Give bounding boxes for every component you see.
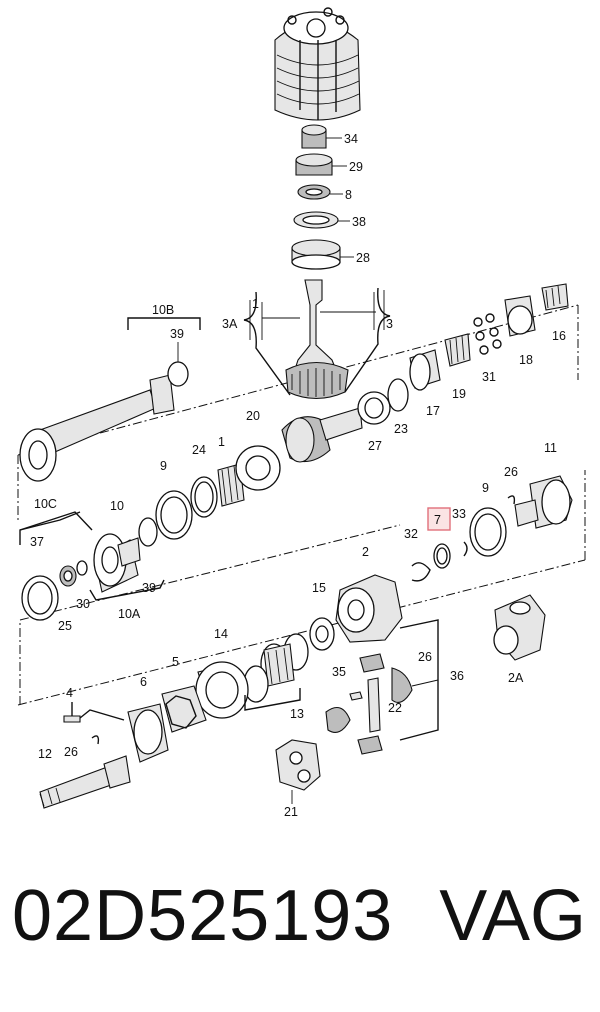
output-shaft-lower: [39, 702, 131, 809]
callout-labels: 34 29 8 38 28 3A 1 3 10B 39 20 27 23 17 …: [30, 132, 566, 819]
callout-18: 18: [519, 353, 533, 367]
callout-10B: 10B: [152, 303, 174, 317]
callout-26-right: 26: [504, 465, 518, 479]
diff-gears: [325, 619, 439, 755]
callout-21: 21: [284, 805, 298, 819]
callout-14: 14: [214, 627, 228, 641]
callout-26-diff: 26: [418, 650, 432, 664]
callout-12: 12: [38, 747, 52, 761]
callout-13: 13: [290, 707, 304, 721]
callout-23: 23: [394, 422, 408, 436]
callout-9-right: 9: [482, 481, 489, 495]
callout-39-left: 39: [142, 581, 156, 595]
exploded-parts-diagram: 34 29 8 38 28 3A 1 3 10B 39 20 27 23 17 …: [17, 7, 586, 819]
callout-16: 16: [552, 329, 566, 343]
middle-bearings: [155, 445, 281, 540]
callout-2: 2: [362, 545, 369, 559]
callout-35: 35: [332, 665, 346, 679]
callout-20: 20: [246, 409, 260, 423]
callout-32: 32: [404, 527, 418, 541]
callout-19: 19: [452, 387, 466, 401]
callout-26-left: 26: [64, 745, 78, 759]
stacked-parts: [291, 124, 341, 270]
callout-27: 27: [368, 439, 382, 453]
right-small-parts: [411, 475, 573, 582]
main-shaft-cluster: [281, 283, 569, 463]
brand-label: VAG: [439, 876, 586, 956]
callout-8: 8: [345, 188, 352, 202]
housing-assembly: [274, 7, 361, 121]
callout-9-left: 9: [160, 459, 167, 473]
callout-6: 6: [140, 675, 147, 689]
callout-2A: 2A: [508, 671, 524, 685]
callout-28: 28: [356, 251, 370, 265]
part-number: 02D525193: [12, 876, 394, 956]
callout-25: 25: [58, 619, 72, 633]
callout-3A: 3A: [222, 317, 238, 331]
callout-10A: 10A: [118, 607, 141, 621]
callout-15: 15: [312, 581, 326, 595]
callout-1-mid: 1: [218, 435, 225, 449]
callout-34: 34: [344, 132, 358, 146]
callout-38: 38: [352, 215, 366, 229]
left-flange-group: [19, 511, 165, 621]
callout-22: 22: [388, 701, 402, 715]
callout-39-top: 39: [170, 327, 184, 341]
callout-11: 11: [544, 441, 557, 455]
callout-4: 4: [66, 686, 73, 700]
callout-29: 29: [349, 160, 363, 174]
bottom-bearings: [127, 617, 335, 763]
differential-case: [335, 574, 546, 661]
callout-17: 17: [426, 404, 440, 418]
callout-5: 5: [172, 655, 179, 669]
output-shaft-upper: [19, 317, 201, 482]
callout-33: 33: [452, 507, 466, 521]
leader-lines: [326, 137, 354, 258]
callout-24: 24: [192, 443, 206, 457]
callout-3: 3: [386, 317, 393, 331]
highlight-box: [427, 507, 451, 531]
callout-30: 30: [76, 597, 90, 611]
callout-1-top: 1: [252, 297, 259, 311]
callout-10: 10: [110, 499, 124, 513]
diff-housing: [275, 739, 321, 804]
callout-10C: 10C: [34, 497, 57, 511]
callout-36: 36: [450, 669, 464, 683]
callout-37: 37: [30, 535, 44, 549]
callout-7: 7: [434, 513, 441, 527]
callout-31: 31: [482, 370, 496, 384]
pinion-shaft: [243, 279, 391, 400]
